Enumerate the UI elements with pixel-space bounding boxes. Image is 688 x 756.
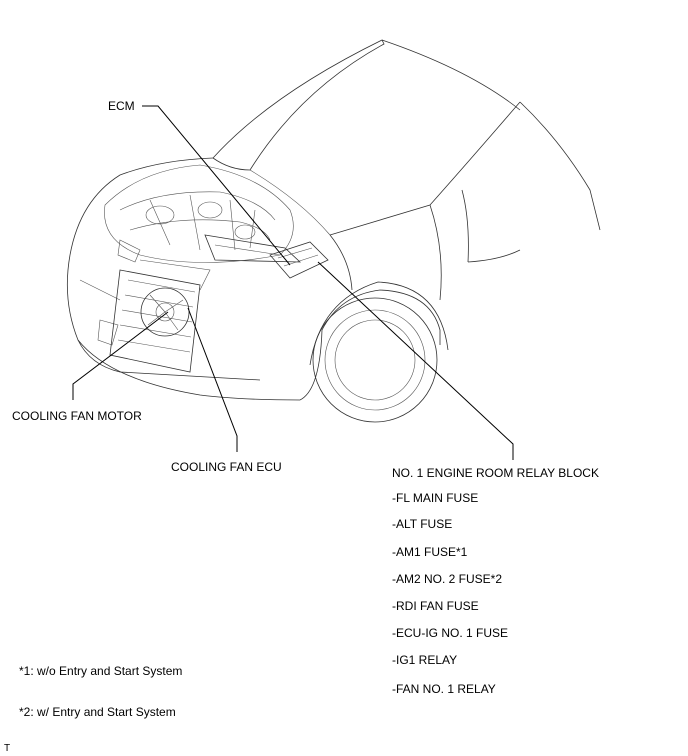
hood-outline <box>212 39 521 236</box>
engine-bay-detail <box>104 164 329 279</box>
cooling-fan-ecu-label: COOLING FAN ECU <box>171 460 282 474</box>
ecm-label: ECM <box>108 99 135 113</box>
ecm-leader-line <box>142 105 291 266</box>
cooling-fan-motor-label: COOLING FAN MOTOR <box>12 409 142 423</box>
car-body-outline <box>66 101 601 423</box>
footnote: *1: w/o Entry and Start System <box>19 664 183 678</box>
relay-block-item: -ALT FUSE <box>392 517 453 531</box>
relay-block-item: -IG1 RELAY <box>392 653 458 667</box>
cooling-fan-motor-leader-line <box>72 311 169 400</box>
relay-block-item: -AM2 NO. 2 FUSE*2 <box>392 572 503 586</box>
footnote: *2: w/ Entry and Start System <box>19 705 176 719</box>
relay-block-item: -FL MAIN FUSE <box>392 491 479 505</box>
corner-mark: T <box>4 743 11 754</box>
relay-block-item: -ECU-IG NO. 1 FUSE <box>392 626 509 640</box>
relay-block-item: -FAN NO. 1 RELAY <box>392 682 496 696</box>
cooling-fan-ecu-leader-line <box>187 307 238 452</box>
relay-block-item: -AM1 FUSE*1 <box>392 545 468 559</box>
relay-block-item: -RDI FAN FUSE <box>392 599 479 613</box>
relay-block-label: NO. 1 ENGINE ROOM RELAY BLOCK <box>392 466 599 480</box>
radiator-fan-assembly <box>109 259 211 373</box>
relay-block-leader-line <box>317 261 514 460</box>
